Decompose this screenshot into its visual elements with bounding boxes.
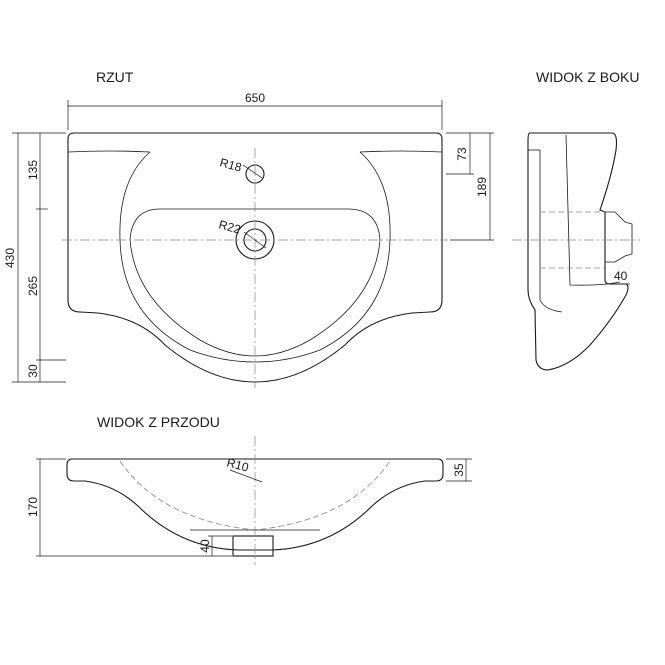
dim-back-label: 135: [26, 160, 40, 180]
side-view: 40: [512, 132, 640, 371]
front-view: R10 170 40 35: [26, 436, 472, 565]
front-outline: [66, 458, 444, 551]
top-view: R18 R22 650 430 135 265 30 73 189: [3, 91, 494, 388]
side-outlet: [605, 211, 633, 263]
side-hidden-lines: [540, 211, 605, 269]
r10-leader: [229, 469, 263, 483]
r18-leader: [242, 164, 263, 179]
basin-outline-top: [67, 132, 443, 383]
r22-leader: [243, 231, 267, 249]
side-back-wall: [539, 150, 563, 313]
side-inner-wall: [565, 134, 621, 286]
dim-lip-label: 30: [26, 364, 40, 378]
dim-drain-label: 189: [475, 177, 489, 197]
side-outline: [527, 132, 629, 371]
view-title-side: WIDOK Z BOKU: [536, 69, 639, 85]
dim-front-outlet-label: 40: [198, 539, 212, 553]
view-title-front: WIDOK Z PRZODU: [97, 414, 220, 430]
r10-label: R10: [225, 455, 250, 474]
view-title-top: RZUT: [96, 69, 134, 85]
tap-hole: [245, 164, 265, 184]
side-outlet-label: 40: [614, 269, 628, 283]
r22-label: R22: [217, 217, 242, 236]
back-rim-line: [67, 150, 443, 153]
dim-width-label: 650: [245, 91, 265, 105]
dim-depth-label: 430: [3, 248, 17, 268]
dim-rim-label: 35: [452, 463, 466, 477]
front-outlet: [232, 535, 274, 557]
dim-front-label: 265: [26, 276, 40, 296]
dim-front-height-label: 170: [26, 497, 40, 517]
dim-tap-label: 73: [455, 147, 469, 161]
r18-label: R18: [218, 155, 243, 174]
